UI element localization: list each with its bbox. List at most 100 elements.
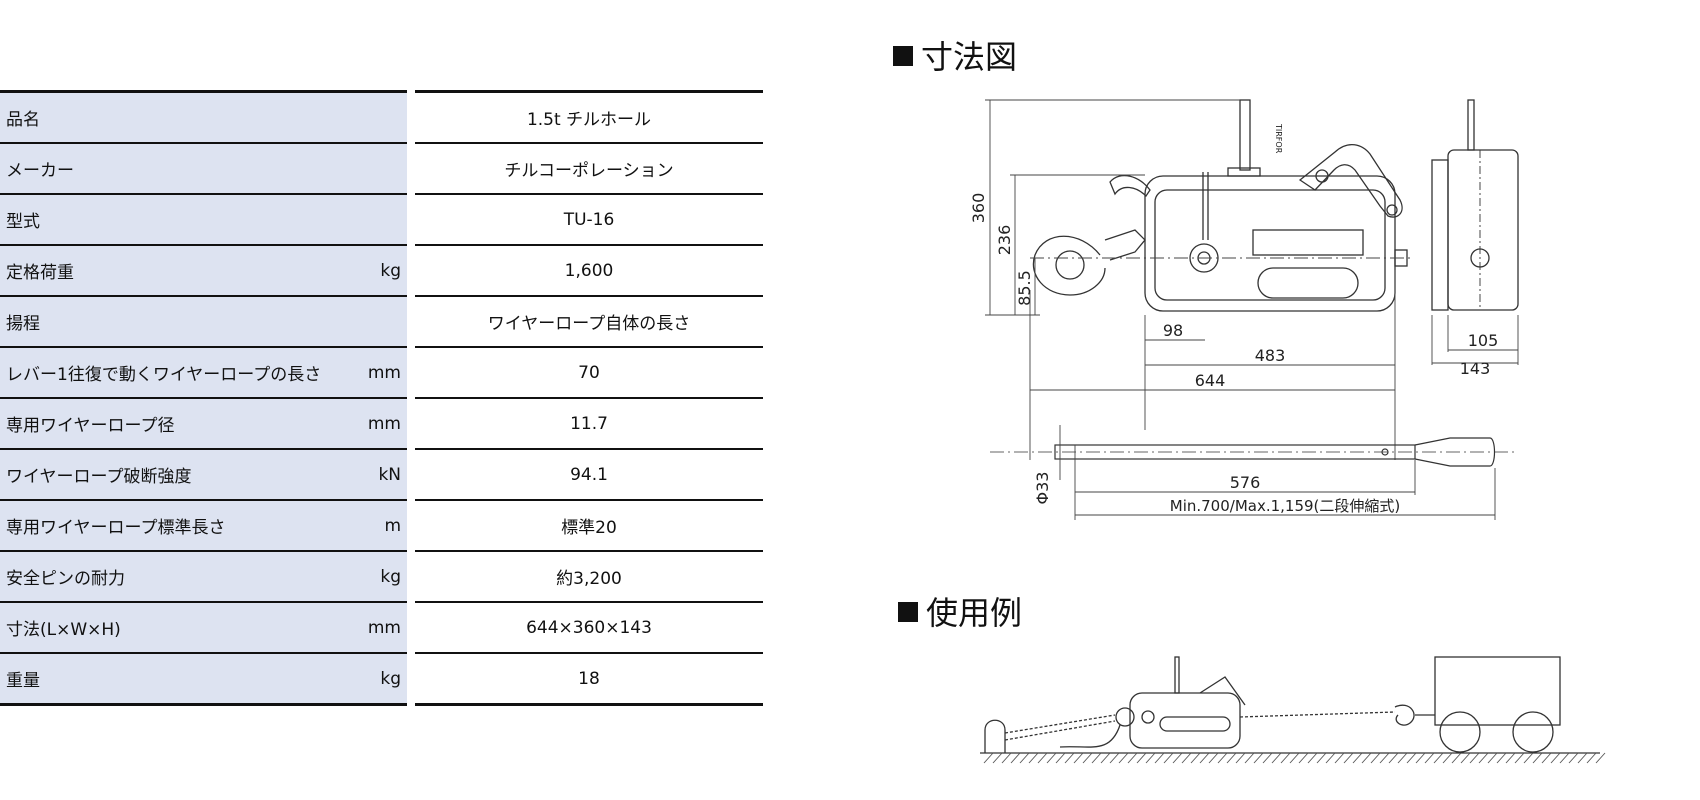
hatch-mark (1325, 752, 1336, 764)
brand-mark: TIRFOR (1274, 123, 1283, 154)
spec-gap (407, 246, 415, 297)
hatch-mark (1253, 752, 1264, 764)
side-lever (1467, 99, 1475, 151)
hatch-mark (1073, 752, 1084, 764)
dim-label-236: 236 (995, 225, 1014, 256)
hatch-mark (1343, 752, 1354, 764)
hatch-mark (1298, 752, 1309, 764)
spec-unit (341, 144, 407, 195)
spec-label: メーカー (0, 144, 341, 195)
hatch-mark (1019, 752, 1030, 764)
spec-value: TU-16 (415, 195, 763, 246)
spec-unit (341, 195, 407, 246)
hatch-mark (1109, 752, 1120, 764)
spec-label: 揚程 (0, 297, 341, 348)
spec-label: 寸法(L×W×H) (0, 603, 341, 654)
hatch-mark (1433, 752, 1444, 764)
forward-lever (1298, 144, 1403, 218)
spec-unit: kN (341, 450, 407, 501)
spec-value: チルコーポレーション (415, 144, 763, 195)
hatch-mark (1559, 752, 1570, 764)
hatch-mark (1406, 752, 1417, 764)
hatch-mark (1469, 752, 1480, 764)
spec-label: 安全ピンの耐力 (0, 552, 341, 603)
dimension-section-title: 寸法図 (893, 32, 1017, 78)
hatch-mark (1523, 752, 1534, 764)
hatch-mark (1514, 752, 1525, 764)
spec-gap (407, 144, 415, 195)
usage-winch-slot (1159, 716, 1231, 732)
side-plate-left (1431, 159, 1449, 311)
usage-cart-hook (1394, 704, 1415, 726)
hatch-mark (1010, 752, 1021, 764)
dim-label-85: 85.5 (1015, 270, 1034, 306)
hatch-mark (1496, 752, 1507, 764)
hatch-mark (1370, 752, 1381, 764)
anchor-hook (1032, 235, 1106, 296)
square-bullet-icon (893, 46, 913, 66)
hatch-mark (1163, 752, 1174, 764)
spec-label: ワイヤーロープ破断強度 (0, 450, 341, 501)
anchor-sling (1004, 714, 1116, 734)
hatch-mark (1595, 752, 1606, 764)
hatch-mark (992, 752, 1003, 764)
spec-value: 1,600 (415, 246, 763, 297)
spec-label: 定格荷重 (0, 246, 341, 297)
spec-label: レバー1往復で動くワイヤーロープの長さ (0, 348, 341, 399)
hatch-mark (1001, 752, 1012, 764)
spec-unit: kg (341, 246, 407, 297)
spec-unit (341, 90, 407, 144)
hatch-mark (1055, 752, 1066, 764)
spec-unit: m (341, 501, 407, 552)
dim-label-483: 483 (1255, 346, 1286, 365)
hatch-mark (1100, 752, 1111, 764)
anchor-sling-2 (1004, 720, 1116, 741)
body-slot-top (1252, 229, 1364, 256)
cart-wheel-rear (1512, 711, 1554, 753)
spec-unit: kg (341, 654, 407, 706)
spec-label: 品名 (0, 90, 341, 144)
hatch-mark (1334, 752, 1345, 764)
spec-unit: kg (341, 552, 407, 603)
spec-label: 重量 (0, 654, 341, 706)
hatch-mark (1028, 752, 1039, 764)
usage-winch-handle (1199, 676, 1246, 706)
hatch-mark (1289, 752, 1300, 764)
usage-hook (1115, 707, 1135, 727)
spec-value: 11.7 (415, 399, 763, 450)
spec-gap (407, 654, 415, 706)
lever-base (1227, 167, 1261, 177)
hatch-mark (1352, 752, 1363, 764)
spec-value: 70 (415, 348, 763, 399)
hatch-mark (1145, 752, 1156, 764)
hatch-mark (1586, 752, 1597, 764)
anchor-post (984, 719, 1006, 753)
spec-gap (407, 552, 415, 603)
hatch-mark (1181, 752, 1192, 764)
spec-gap (407, 195, 415, 246)
hatch-mark (1451, 752, 1462, 764)
hatch-mark (1154, 752, 1165, 764)
spec-value: ワイヤーロープ自体の長さ (415, 297, 763, 348)
usage-winch-body (1129, 692, 1241, 749)
hatch-mark (1280, 752, 1291, 764)
hatch-mark (1235, 752, 1246, 764)
hatch-mark (1487, 752, 1498, 764)
dim-label-98: 98 (1163, 321, 1183, 340)
lever-pivot (1315, 169, 1329, 183)
hatch-mark (1316, 752, 1327, 764)
hatch-mark (1460, 752, 1471, 764)
side-label-143: 143 (1460, 359, 1491, 378)
dim-label-360: 360 (970, 193, 988, 224)
body-slot-bottom (1257, 267, 1359, 299)
hatch-mark (1415, 752, 1426, 764)
spec-unit (341, 297, 407, 348)
hatch-mark (1424, 752, 1435, 764)
